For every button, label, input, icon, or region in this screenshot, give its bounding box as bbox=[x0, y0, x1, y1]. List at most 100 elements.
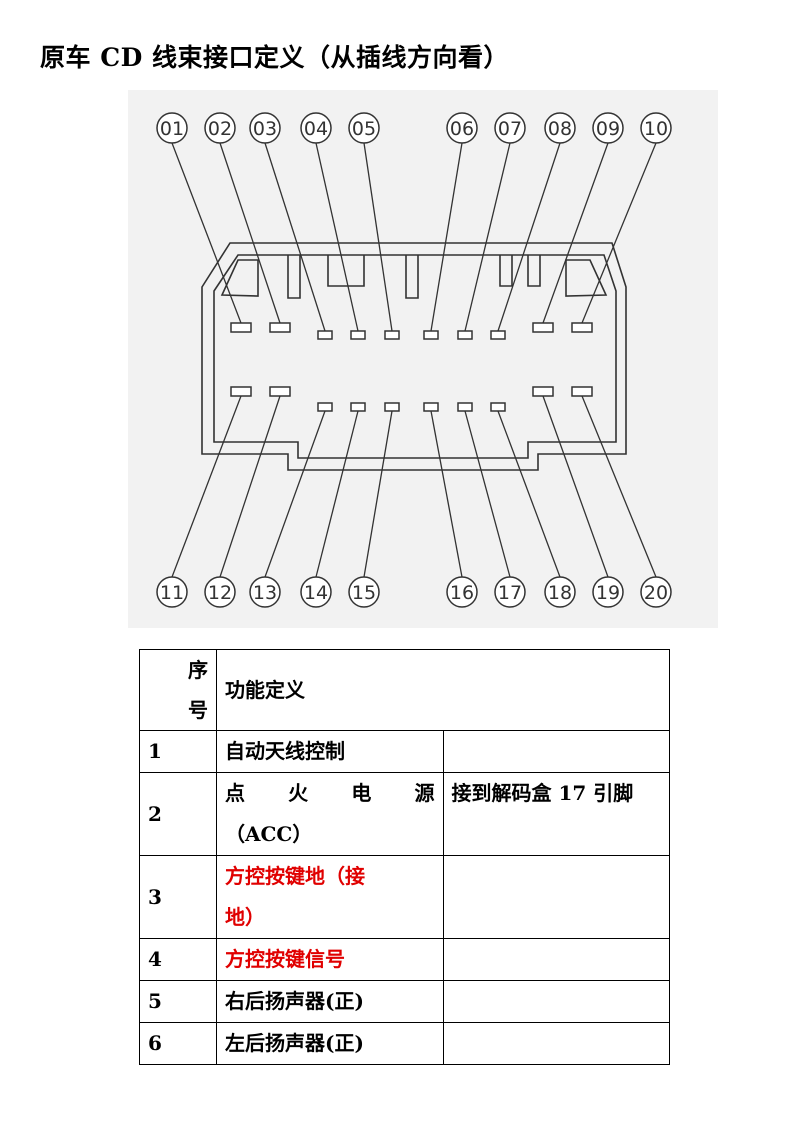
pin-label-02: 02 bbox=[208, 118, 232, 140]
leader-line-10 bbox=[581, 142, 657, 324]
leader-line-01 bbox=[171, 142, 242, 324]
leader-line-04 bbox=[315, 142, 359, 332]
row-num: 4 bbox=[139, 938, 217, 981]
pin-slot-13 bbox=[317, 402, 333, 412]
row-func-line1: 点 火 电 源 bbox=[225, 781, 435, 805]
leader-line-15 bbox=[363, 410, 393, 578]
header-num-line2: 号 bbox=[188, 698, 208, 722]
pin-label-18: 18 bbox=[548, 582, 572, 604]
header-func-label: 功能定义 bbox=[225, 678, 305, 702]
pin-callout-circle-13 bbox=[249, 576, 281, 608]
table-row: 3 方控按键地（接 地） bbox=[139, 855, 670, 939]
pin-callout-circle-10 bbox=[640, 112, 672, 144]
pin-slot-08 bbox=[490, 330, 506, 340]
pin-slot-06 bbox=[423, 330, 439, 340]
pin-callout-circle-16 bbox=[446, 576, 478, 608]
table-row: 4 方控按键信号 bbox=[139, 938, 670, 981]
pin-slot-19 bbox=[532, 386, 554, 397]
row-func: 左后扬声器(正) bbox=[216, 1022, 444, 1065]
pin-callout-circle-15 bbox=[348, 576, 380, 608]
row-func-line1: 方控按键地（接 bbox=[225, 864, 365, 888]
pin-callout-circle-01 bbox=[156, 112, 188, 144]
pin-label-03: 03 bbox=[253, 118, 277, 140]
row-note: 接到解码盒 17 引脚 bbox=[442, 772, 670, 856]
pin-slot-09 bbox=[532, 322, 554, 333]
table-row: 2 点 火 电 源 （ACC） 接到解码盒 17 引脚 bbox=[139, 772, 670, 856]
page-title: 原车 CD 线束接口定义（从插线方向看） bbox=[40, 43, 509, 72]
pin-label-12: 12 bbox=[208, 582, 232, 604]
pin-label-07: 07 bbox=[498, 118, 522, 140]
row-func: 方控按键地（接 地） bbox=[216, 855, 444, 939]
leader-line-05 bbox=[363, 142, 393, 332]
pin-label-06: 06 bbox=[450, 118, 474, 140]
row-num: 2 bbox=[139, 772, 217, 856]
row-num: 6 bbox=[139, 1022, 217, 1065]
leader-line-14 bbox=[315, 410, 359, 578]
pin-label-16: 16 bbox=[450, 582, 474, 604]
pin-slot-14 bbox=[350, 402, 366, 412]
row-func: 点 火 电 源 （ACC） bbox=[216, 772, 444, 856]
pin-slot-16 bbox=[423, 402, 439, 412]
header-num-cell: 序 号 bbox=[139, 649, 217, 731]
pin-callout-circle-08 bbox=[544, 112, 576, 144]
pin-label-17: 17 bbox=[498, 582, 522, 604]
leader-line-06 bbox=[430, 142, 463, 332]
leader-line-17 bbox=[464, 410, 511, 578]
row-note bbox=[442, 938, 670, 981]
row-note bbox=[442, 1022, 670, 1065]
pin-slot-04 bbox=[350, 330, 366, 340]
pin-slot-18 bbox=[490, 402, 506, 412]
pin-slot-11 bbox=[230, 386, 252, 397]
leader-line-08 bbox=[497, 142, 561, 332]
row-note bbox=[442, 980, 670, 1023]
pin-callout-circle-19 bbox=[592, 576, 624, 608]
row-note bbox=[442, 730, 670, 773]
pin-callout-circle-05 bbox=[348, 112, 380, 144]
leader-line-03 bbox=[264, 142, 326, 332]
leader-line-20 bbox=[581, 395, 657, 578]
pin-slot-01 bbox=[230, 322, 252, 333]
pin-slot-20 bbox=[571, 386, 593, 397]
pin-label-04: 04 bbox=[304, 118, 328, 140]
pin-callout-circle-20 bbox=[640, 576, 672, 608]
pin-label-10: 10 bbox=[644, 118, 668, 140]
row-func-line2: 地） bbox=[225, 905, 265, 929]
pin-callout-circle-06 bbox=[446, 112, 478, 144]
pin-callout-circle-02 bbox=[204, 112, 236, 144]
row-note bbox=[442, 855, 670, 939]
row-func: 自动天线控制 bbox=[216, 730, 444, 773]
pin-label-05: 05 bbox=[352, 118, 376, 140]
pin-definition-table: 序 号 功能定义 1 自动天线控制 2 点 火 电 源 （ACC） 接到解码盒 … bbox=[139, 649, 670, 1065]
leader-line-18 bbox=[497, 410, 561, 578]
row-func: 方控按键信号 bbox=[216, 938, 444, 981]
pin-slot-17 bbox=[457, 402, 473, 412]
pin-callout-circle-03 bbox=[249, 112, 281, 144]
pin-label-13: 13 bbox=[253, 582, 277, 604]
connector-outline bbox=[201, 242, 627, 471]
pin-callout-circle-04 bbox=[300, 112, 332, 144]
table-row: 1 自动天线控制 bbox=[139, 730, 670, 773]
leader-line-07 bbox=[464, 142, 511, 332]
row-func: 右后扬声器(正) bbox=[216, 980, 444, 1023]
row-num: 3 bbox=[139, 855, 217, 939]
leader-line-09 bbox=[542, 142, 609, 324]
pin-callout-circle-12 bbox=[204, 576, 236, 608]
pin-callout-circle-18 bbox=[544, 576, 576, 608]
pin-callout-circle-11 bbox=[156, 576, 188, 608]
table-row: 6 左后扬声器(正) bbox=[139, 1022, 670, 1065]
table-header-row: 序 号 功能定义 bbox=[139, 649, 670, 731]
header-func-cell: 功能定义 bbox=[216, 649, 670, 731]
leader-line-13 bbox=[264, 410, 326, 578]
pin-label-09: 09 bbox=[596, 118, 620, 140]
leader-line-19 bbox=[542, 395, 609, 578]
connector-inner-outline bbox=[213, 254, 617, 459]
leader-line-12 bbox=[219, 395, 281, 578]
pin-slot-05 bbox=[384, 330, 400, 340]
row-num: 1 bbox=[139, 730, 217, 773]
pin-label-20: 20 bbox=[644, 582, 668, 604]
pin-slot-12 bbox=[269, 386, 291, 397]
pin-label-19: 19 bbox=[596, 582, 620, 604]
leader-line-11 bbox=[171, 395, 242, 578]
